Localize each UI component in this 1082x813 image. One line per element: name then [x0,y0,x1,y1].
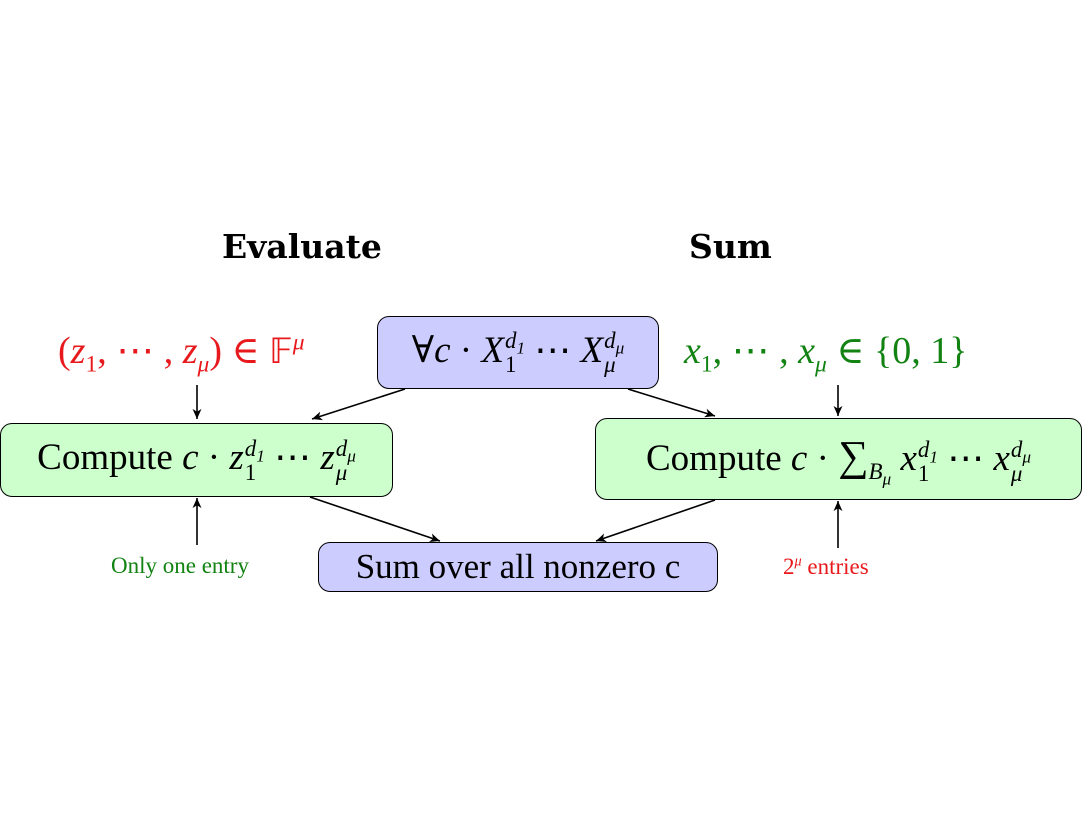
edge-monomial-to-compute-evaluate [311,388,406,421]
edge-compute-evaluate-to-sum-all [309,496,441,543]
sum-all-node: Sum over all nonzero c [318,542,718,592]
two-mu-entries-note: 2μ entries [783,553,869,579]
evaluate-heading: Evaluate [222,227,382,266]
evaluate-point-input: (z1, ⋯ , zμ) ∈ 𝔽μ [58,329,305,378]
edge-compute-sum-to-sum-all [595,499,716,542]
sum-domain-input: x1, ⋯ , xμ ∈ {0, 1} [684,330,968,378]
sum-heading: Sum [689,227,772,266]
edge-monomial-to-compute-sum [627,388,716,418]
only-one-entry-note: Only one entry [111,553,249,578]
